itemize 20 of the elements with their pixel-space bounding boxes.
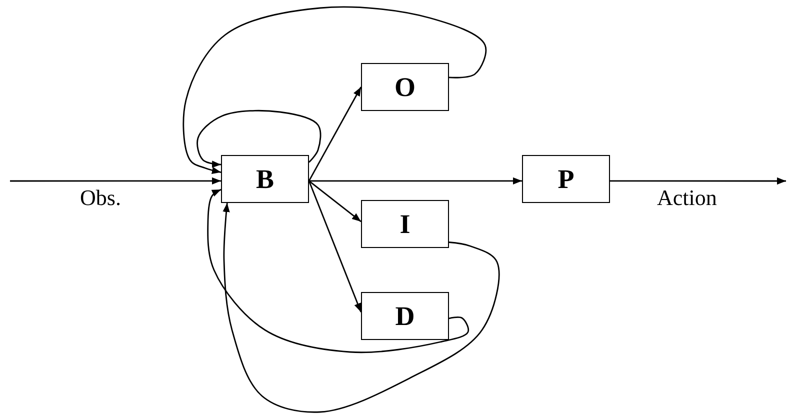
box-label: O <box>394 72 416 102</box>
box-label: B <box>256 164 274 194</box>
arrow <box>196 110 322 168</box>
process-box <box>361 200 449 248</box>
arrow <box>10 177 221 185</box>
arrow <box>207 188 469 354</box>
process-box <box>361 292 449 340</box>
arrow <box>308 180 362 312</box>
arrow <box>222 202 500 413</box>
arrow <box>610 177 786 185</box>
box-label: D <box>395 300 415 332</box>
arrow <box>182 6 487 174</box>
arrow <box>308 180 362 222</box>
process-box <box>221 155 309 203</box>
box-label: P <box>558 164 574 194</box>
arrow <box>308 86 362 182</box>
box-label: I <box>400 208 410 240</box>
arrow <box>309 177 522 185</box>
process-box <box>522 155 610 203</box>
process-box <box>361 63 449 111</box>
